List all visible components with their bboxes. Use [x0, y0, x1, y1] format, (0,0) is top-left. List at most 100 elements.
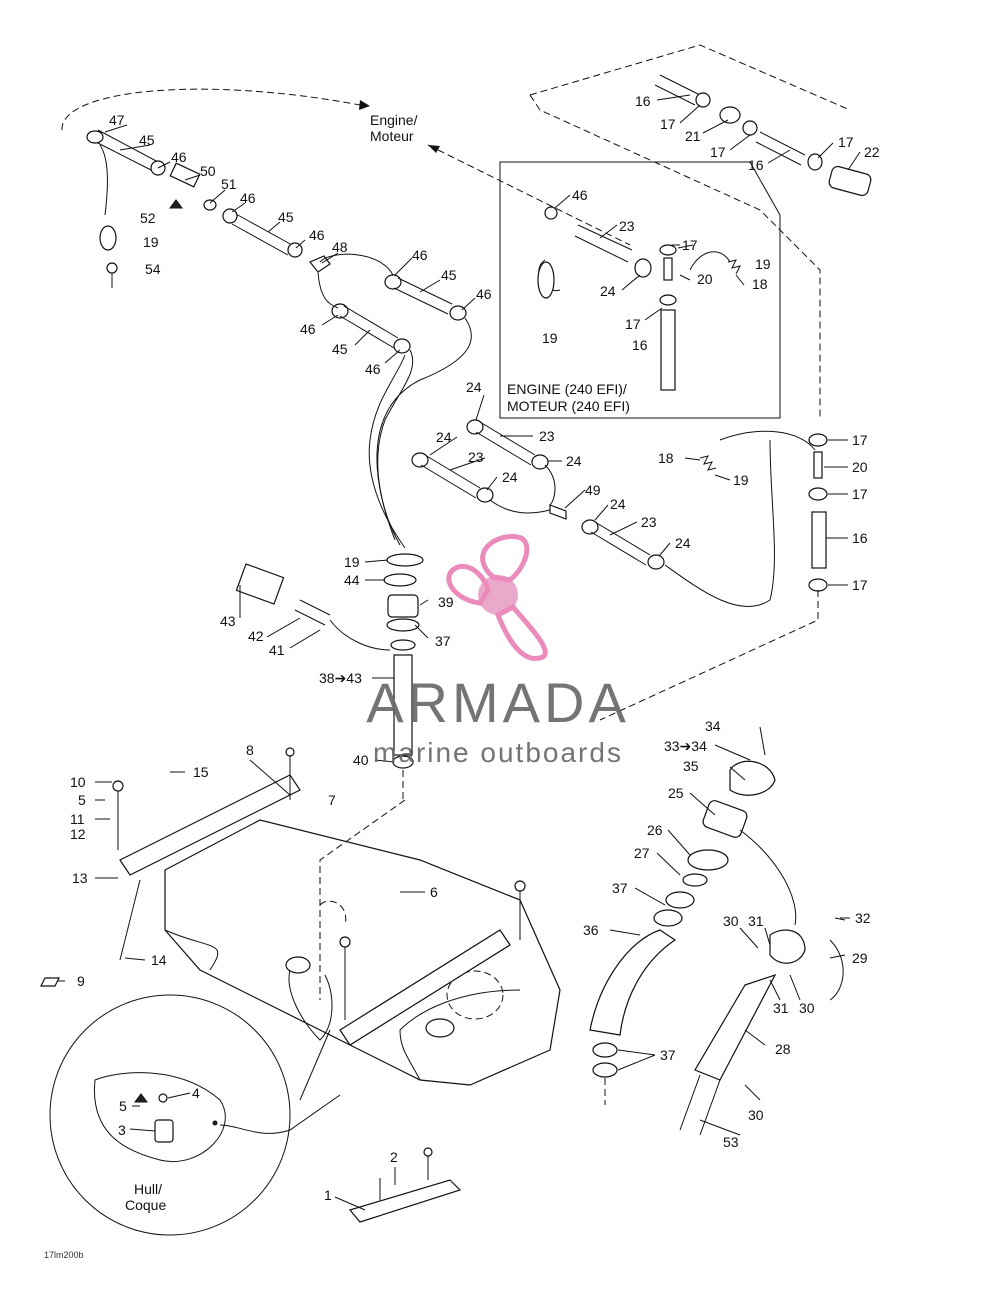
engine-label-line1: Engine/	[370, 112, 418, 128]
callout-9: 9	[77, 973, 85, 989]
callout-17: 17	[838, 134, 854, 150]
callout-30: 30	[723, 913, 739, 929]
armada-watermark: ARMADA marine outboards	[366, 534, 630, 768]
callout-42: 42	[248, 628, 264, 644]
callout-23: 23	[468, 449, 484, 465]
callout-13: 13	[72, 870, 88, 886]
callout-3: 3	[118, 1122, 126, 1138]
vent-line-assembly	[529, 44, 872, 420]
callout-33-34: 33➔34	[664, 738, 707, 754]
callout-6: 6	[430, 884, 438, 900]
callout-41: 41	[269, 642, 285, 658]
efi-inset	[427, 144, 781, 419]
callout-24: 24	[675, 535, 691, 551]
callout-30: 30	[799, 1000, 815, 1016]
callout-48: 48	[332, 239, 348, 255]
callout-19: 19	[733, 472, 749, 488]
callout-2: 2	[390, 1149, 398, 1165]
callout-46: 46	[412, 247, 428, 263]
callout-49: 49	[585, 482, 601, 498]
engine-label-line2: Moteur	[370, 128, 414, 144]
watermark-brand: ARMADA	[366, 671, 630, 734]
efi-label-line1: ENGINE (240 EFI)/	[507, 381, 627, 397]
callout-15: 15	[193, 764, 209, 780]
callout-18: 18	[658, 450, 674, 466]
callout-35: 35	[683, 758, 699, 774]
callout-40: 40	[353, 752, 369, 768]
callout-43: 43	[220, 613, 236, 629]
callout-20: 20	[852, 459, 868, 475]
callout-24: 24	[600, 283, 616, 299]
watermark-tagline: marine outboards	[373, 737, 623, 768]
callout-28: 28	[775, 1041, 791, 1057]
callout-25: 25	[668, 785, 684, 801]
callout-38-43: 38➔43	[319, 670, 362, 686]
callout-51: 51	[221, 176, 237, 192]
callout-14: 14	[151, 952, 167, 968]
propeller-logo	[446, 534, 548, 661]
hull-label-line2: Coque	[125, 1197, 166, 1213]
callout-46: 46	[171, 149, 187, 165]
fuel-tank	[112, 747, 561, 1101]
drawing-code: 17lm200b	[44, 1250, 84, 1260]
callout-4: 4	[192, 1085, 200, 1101]
callout-22: 22	[864, 144, 880, 160]
callout-26: 26	[647, 822, 663, 838]
filler-neck-assembly	[589, 760, 846, 1136]
callout-17: 17	[852, 432, 868, 448]
callout-5: 5	[78, 792, 86, 808]
callout-17: 17	[710, 144, 726, 160]
callout-32: 32	[855, 910, 871, 926]
callout-10: 10	[70, 774, 86, 790]
callout-17-lower: 17	[852, 577, 868, 593]
leader-lines	[55, 94, 861, 1211]
callout-17: 17	[682, 237, 698, 253]
callout-8: 8	[246, 742, 254, 758]
callout-37: 37	[660, 1047, 676, 1063]
callout-23: 23	[539, 428, 555, 444]
callout-45: 45	[441, 267, 457, 283]
callout-11: 11	[70, 811, 85, 827]
callout-47: 47	[109, 112, 125, 128]
callout-37: 37	[435, 633, 451, 649]
callout-46: 46	[240, 190, 256, 206]
callout-24: 24	[466, 379, 482, 395]
efi-label-line2: MOTEUR (240 EFI)	[507, 398, 630, 414]
hull-inset	[49, 994, 341, 1236]
callout-16: 16	[748, 157, 764, 173]
callout-24: 24	[610, 496, 626, 512]
callout-31: 31	[748, 913, 764, 929]
callout-46: 46	[476, 286, 492, 302]
callout-17: 17	[625, 316, 641, 332]
callout-34: 34	[705, 718, 721, 734]
callout-19: 19	[143, 234, 159, 250]
callout-1: 1	[324, 1187, 332, 1203]
callout-45: 45	[278, 209, 294, 225]
callout-46: 46	[365, 361, 381, 377]
callout-19: 19	[755, 256, 771, 272]
callout-19: 19	[344, 554, 360, 570]
callout-31: 31	[773, 1000, 789, 1016]
callout-19: 19	[542, 330, 558, 346]
callout-46: 46	[300, 321, 316, 337]
callout-24: 24	[436, 429, 452, 445]
callout-7: 7	[328, 792, 336, 808]
upper-fuel-lines	[61, 88, 472, 549]
callout-52: 52	[140, 210, 156, 226]
callout-12: 12	[70, 826, 86, 842]
callout-44: 44	[344, 572, 360, 588]
callout-39: 39	[438, 594, 454, 610]
callout-46: 46	[572, 187, 588, 203]
callout-16: 16	[852, 530, 868, 546]
callout-5: 5	[119, 1098, 127, 1114]
callout-17: 17	[852, 486, 868, 502]
callout-45: 45	[139, 132, 155, 148]
callout-18: 18	[752, 276, 768, 292]
callout-16: 16	[632, 337, 648, 353]
callout-27: 27	[634, 845, 650, 861]
callout-53: 53	[723, 1134, 739, 1150]
middle-fuel-lines	[411, 419, 828, 721]
callout-labels: 47 45 46 50 51 46 52 19 54 45 46 48 46 4…	[40, 93, 880, 1260]
mounting-plate	[348, 1147, 462, 1223]
